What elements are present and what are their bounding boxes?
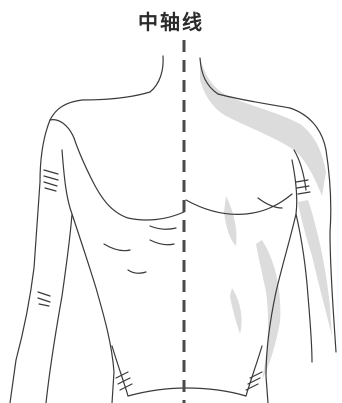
right-arm-inner bbox=[292, 160, 312, 362]
body-shading bbox=[200, 58, 332, 380]
pelvis-line bbox=[128, 388, 246, 396]
left-deltoid bbox=[50, 120, 92, 180]
body-outline bbox=[10, 56, 336, 403]
neck-left bbox=[150, 56, 163, 92]
left-pectoral bbox=[92, 180, 184, 220]
left-arm-inner bbox=[46, 150, 72, 403]
right-pectoral bbox=[186, 194, 292, 214]
shoulder-left bbox=[50, 92, 150, 120]
left-arm-outer bbox=[10, 120, 50, 403]
left-torso-side bbox=[72, 214, 114, 403]
